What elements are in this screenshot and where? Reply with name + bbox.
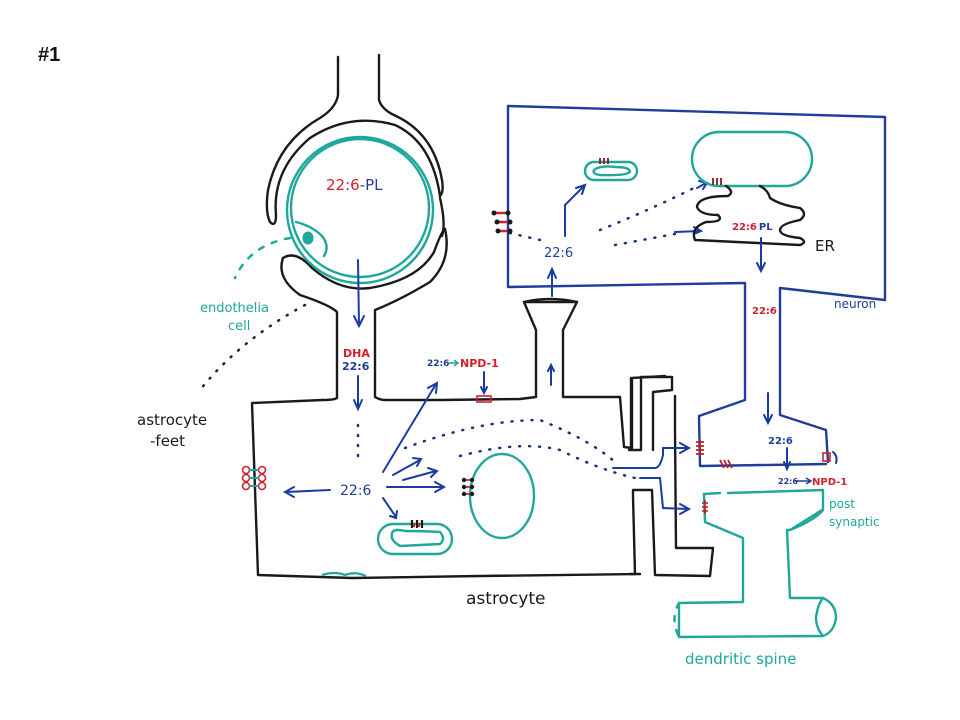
astrocyte-feet-label-2: -feet (150, 432, 185, 450)
astrocyte-label: astrocyte (466, 589, 546, 609)
npd1-product-label: NPD-1 (460, 357, 499, 370)
npd1-return-arrow (832, 451, 838, 464)
arrow-to-astrocyte-feet (282, 486, 331, 498)
post-synaptic-label: post (829, 497, 855, 511)
post-synaptic-label-2: synaptic (829, 515, 880, 529)
arrow-terminal-to-npd1 (783, 447, 791, 472)
terminal-226-label: 22:6 (768, 436, 793, 447)
astrocyte-membrane (250, 300, 667, 580)
neuron-mitochondrion (583, 158, 639, 182)
capillary-vessel (265, 53, 448, 402)
npd1-source-label: 22:6 (427, 359, 449, 369)
dotted-path-to-er-upper (598, 183, 702, 232)
astrocyte-feet-leader-line (198, 303, 307, 392)
arrow-to-organelle (382, 497, 398, 520)
endothelial-cell-label-2: cell (228, 319, 250, 334)
arrow-to-mitochondrion (564, 183, 587, 237)
astrocyte-feet-label: astrocyte (137, 411, 207, 429)
arrow-into-presynaptic (612, 442, 692, 469)
presynaptic-transporter-bottom (719, 459, 733, 469)
er-lipid-number: 22:6 (732, 222, 757, 233)
slide-number: #1 (38, 44, 61, 66)
astrocyte-vesicle (461, 452, 536, 540)
dha-label: DHA (343, 347, 370, 360)
endothelial-cell (285, 135, 435, 285)
arrow-to-vesicle (386, 481, 447, 493)
dotted-path-to-er-lower (613, 231, 682, 247)
dendritic-spine (673, 488, 838, 639)
postsynaptic-receptor (702, 500, 708, 514)
astrocyte-bottom-channel (321, 571, 367, 578)
neuron-membrane-transporter (491, 210, 513, 234)
astrocyte-cup-top (522, 297, 579, 304)
npd1-conversion-arrow (449, 359, 460, 367)
arrow-up-right-2 (402, 467, 439, 481)
arrow-up-right-1 (392, 457, 423, 476)
dotted-path-to-synapse-lower (458, 444, 637, 480)
arrow-er-to-axon (756, 237, 766, 274)
arrow-channel-down (353, 375, 363, 412)
er-label: ER (815, 237, 835, 255)
arrow-npd1-to-membrane (480, 371, 488, 396)
endothelial-nucleus (302, 231, 314, 245)
npd1-membrane-receptor (476, 395, 492, 403)
arrow-axon-down (763, 392, 773, 426)
channel-226-label: 22:6 (342, 360, 370, 373)
presynaptic-npd1-receptor (822, 452, 831, 462)
astrocyte-feet-transporter (241, 465, 267, 491)
neuron-nucleus (690, 130, 814, 188)
axon-226-label: 22:6 (752, 306, 777, 317)
neuron-226-label: 22:6 (544, 246, 573, 261)
terminal-npd1-product-label: NPD-1 (812, 477, 847, 488)
dendritic-spine-label: dendritic spine (685, 650, 796, 668)
arrow-process-up (547, 362, 555, 386)
arrow-into-postsynaptic (639, 477, 692, 515)
svg-text:22:6PL: 22:6PL (732, 222, 773, 233)
nucleus-pore (712, 178, 722, 185)
neuron-membrane (506, 104, 887, 468)
capillary-lipid-suffix: -PL (360, 176, 383, 194)
terminal-npd1-source-label: 22:6 (778, 477, 798, 486)
svg-text:22:6-PL: 22:6-PL (326, 176, 383, 194)
astrocyte-process-lower (628, 394, 715, 578)
dotted-path-to-synapse-upper (403, 418, 617, 464)
dotted-path-to-transporter (508, 231, 542, 242)
arrow-capillary-to-astrocyte (353, 259, 365, 329)
astrocyte-center-226-label: 22:6 (340, 483, 372, 499)
endoplasmic-reticulum (692, 184, 806, 247)
arrow-into-neuron (547, 266, 557, 297)
presynaptic-transporter-left (696, 440, 704, 456)
endothelial-cell-label: endothelia (200, 301, 269, 316)
terminal-npd1-conversion-arrow (795, 477, 813, 485)
astrocyte-process-upper (627, 375, 674, 452)
neuron-label: neuron (834, 297, 876, 311)
astrocyte-organelle (376, 520, 454, 556)
capillary-lipid-number: 22:6 (326, 176, 360, 194)
er-lipid-suffix: PL (759, 222, 773, 233)
arrow-to-npd1 (382, 381, 439, 473)
